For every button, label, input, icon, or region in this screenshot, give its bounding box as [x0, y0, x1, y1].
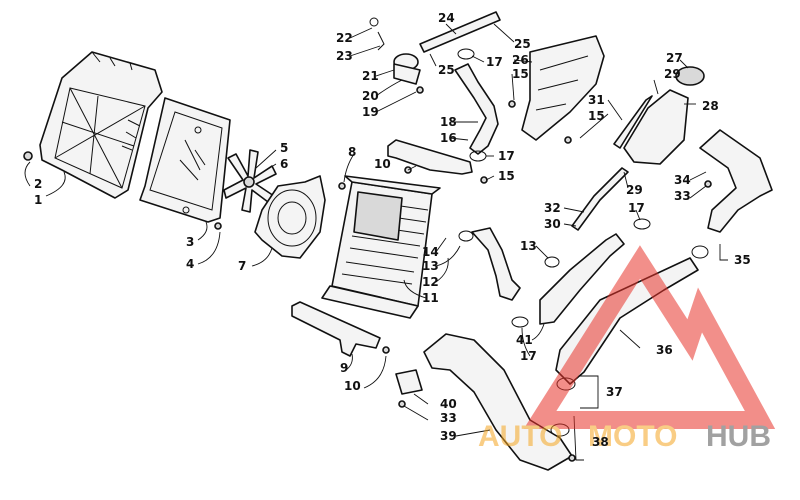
callout-21: 21 [362, 69, 379, 83]
fan-part [223, 149, 277, 213]
callout-4: 4 [186, 257, 194, 271]
callout-15-right: 15 [588, 109, 605, 123]
callout-30: 30 [544, 217, 561, 231]
callout-34: 34 [674, 173, 691, 187]
hose-34-part [699, 129, 773, 233]
callout-16: 16 [440, 131, 457, 145]
callout-15-top: 15 [512, 67, 529, 81]
callout-37: 37 [606, 385, 623, 399]
callout-labels: 1 2 3 4 5 6 7 8 9 10 10 11 12 13 13 14 1… [34, 11, 751, 449]
leader-lines [24, 23, 728, 461]
watermark-triangle [523, 245, 776, 429]
callout-10-lower: 10 [344, 379, 361, 393]
hose-18-part [454, 63, 499, 155]
callout-6: 6 [280, 157, 288, 171]
callout-15-mid: 15 [498, 169, 515, 183]
callout-13-right: 13 [520, 239, 537, 253]
callout-14: 14 [422, 245, 439, 259]
callout-32: 32 [544, 201, 561, 215]
callout-7: 7 [238, 259, 246, 273]
callout-17-right: 17 [628, 201, 645, 215]
callout-17-lower: 17 [520, 349, 537, 363]
callout-23: 23 [336, 49, 353, 63]
callout-20: 20 [362, 89, 379, 103]
callout-25-left: 25 [438, 63, 455, 77]
callout-26: 26 [512, 53, 529, 67]
callout-29-top: 29 [664, 67, 681, 81]
callout-10-upper: 10 [374, 157, 391, 171]
callout-8: 8 [348, 145, 356, 159]
callout-11: 11 [422, 291, 439, 305]
cover-part [521, 35, 605, 141]
callout-12: 12 [422, 275, 439, 289]
callout-1: 1 [34, 193, 42, 207]
callout-29-bottom: 29 [626, 183, 643, 197]
watermark-text-auto: AUTO [478, 420, 562, 453]
pipe-39-part [423, 333, 573, 471]
callout-25-right: 25 [514, 37, 531, 51]
callout-31: 31 [588, 93, 605, 107]
callout-40: 40 [440, 397, 457, 411]
callout-39: 39 [440, 429, 457, 443]
tube-31-part [613, 95, 653, 149]
tube-32-part [571, 167, 629, 231]
callout-18: 18 [440, 115, 457, 129]
callout-33-right: 33 [674, 189, 691, 203]
callout-27: 27 [666, 51, 683, 65]
callout-41: 41 [516, 333, 533, 347]
callout-36: 36 [656, 343, 673, 357]
watermark: AUTO MOTO HUB [478, 245, 776, 453]
pipe-24-part [419, 11, 501, 53]
screen-frame-part [139, 97, 231, 223]
callout-22: 22 [336, 31, 353, 45]
upper-bracket-part [387, 139, 473, 175]
callout-19: 19 [362, 105, 379, 119]
watermark-text-moto: MOTO [588, 420, 677, 453]
radiator-part [321, 175, 441, 319]
callout-3: 3 [186, 235, 194, 249]
callout-38: 38 [592, 435, 609, 449]
watermark-text-hub: HUB [706, 420, 771, 453]
thermostat-part [393, 53, 421, 85]
callout-28: 28 [702, 99, 719, 113]
hardware-parts [23, 17, 712, 462]
overflow-bottle-part [623, 66, 705, 165]
callout-17-mid: 17 [498, 149, 515, 163]
callout-13-left: 13 [422, 259, 439, 273]
pipe-41-part [539, 233, 625, 325]
callout-35: 35 [734, 253, 751, 267]
lower-bracket-part [291, 301, 381, 357]
hose-12-part [471, 227, 521, 301]
callout-24: 24 [438, 11, 455, 25]
callout-17-top: 17 [486, 55, 503, 69]
callout-2: 2 [34, 177, 42, 191]
fan-shroud-part [254, 175, 326, 259]
callout-9: 9 [340, 361, 348, 375]
grille-part [39, 51, 163, 199]
callout-5: 5 [280, 141, 288, 155]
callout-33-lower: 33 [440, 411, 457, 425]
